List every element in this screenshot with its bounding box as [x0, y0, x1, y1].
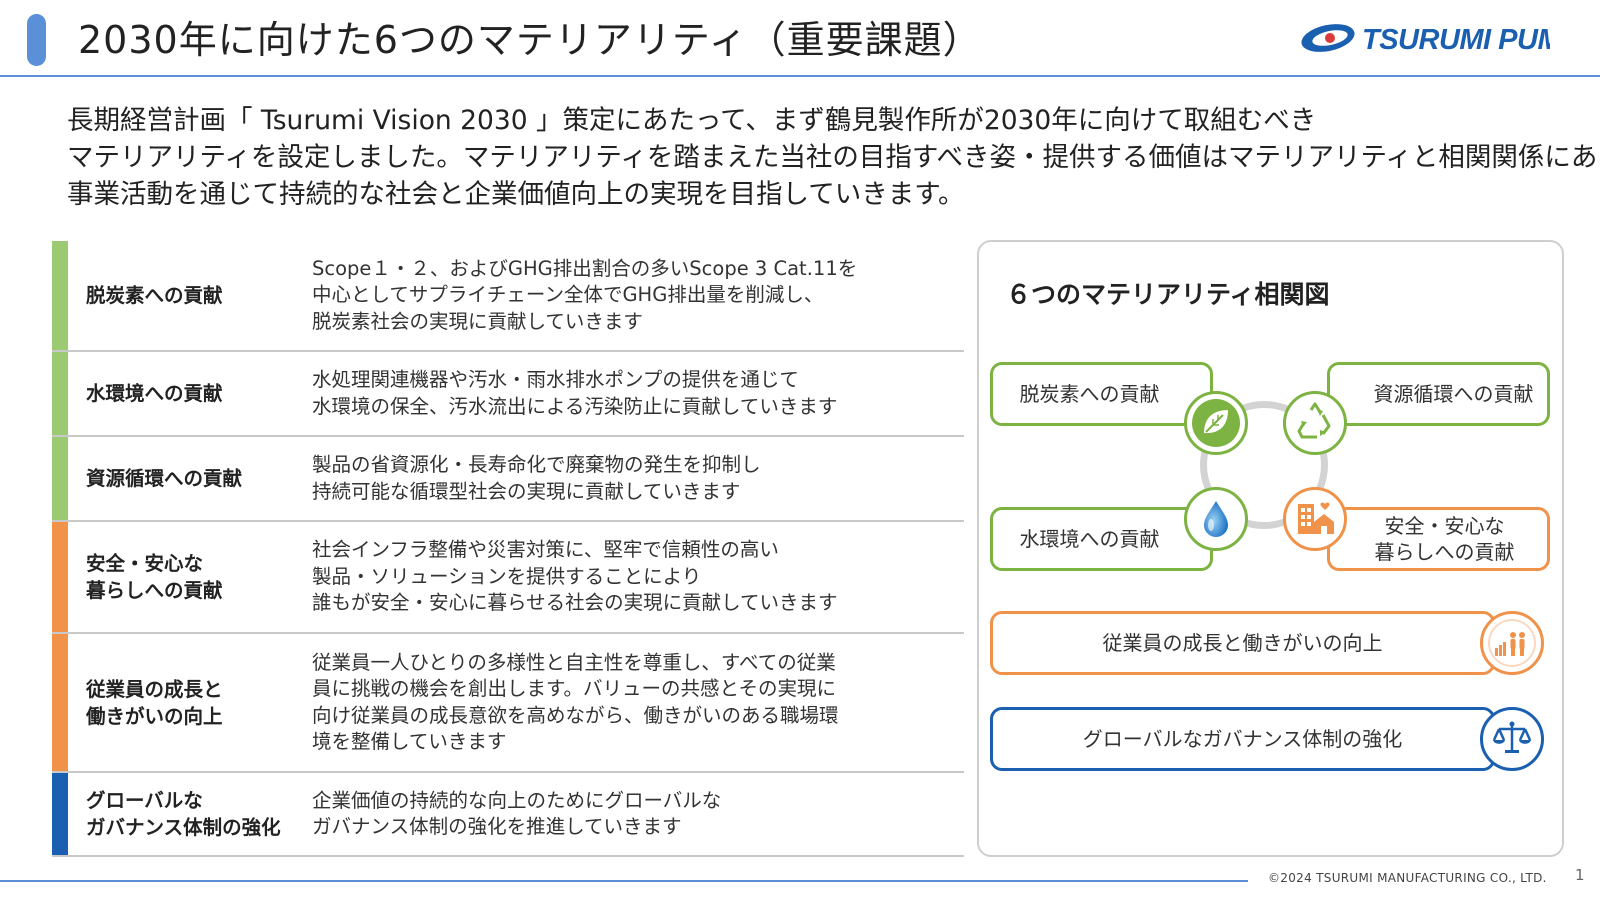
box-water-environment: 水環境への貢献 — [990, 507, 1213, 571]
table-row: 安全・安心な 暮らしへの貢献 社会インフラ整備や災害対策に、堅牢で信頼性の高い … — [52, 522, 964, 634]
footer-copyright: ©2024 TSURUMI MANUFACTURING CO., LTD. — [1268, 871, 1547, 885]
intro-line-2: マテリアリティを設定しました。マテリアリティを踏まえた当社の目指すべき姿・提供す… — [67, 142, 1600, 173]
footer-divider — [0, 880, 1248, 882]
recycle-icon — [1297, 402, 1331, 439]
row-label: 従業員の成長と 働きがいの向上 — [86, 677, 223, 728]
scales-icon — [1490, 717, 1534, 761]
table-row: グローバルな ガバナンス体制の強化 企業価値の持続的な向上のためにグローバルな … — [52, 773, 964, 857]
table-row: 資源循環への貢献 製品の省資源化・長寿命化で廃棄物の発生を抑制し 持続可能な循環… — [52, 437, 964, 522]
logo-text: TSURUMI PUMP — [1362, 24, 1550, 56]
city-icon — [1298, 502, 1334, 534]
row-description: 従業員一人ひとりの多様性と自主性を尊重し、すべての従業 員に挑戦の機会を創出しま… — [312, 650, 839, 754]
leaf-icon-badge — [1184, 391, 1248, 455]
water-drop-icon-badge — [1184, 487, 1248, 551]
title-accent-bar — [27, 14, 46, 66]
row-description: 企業価値の持続的な向上のためにグローバルな ガバナンス体制の強化を推進していきま… — [312, 788, 722, 839]
page-title: 2030年に向けた6つのマテリアリティ（重要課題） — [78, 18, 982, 62]
intro-line-3: 事業活動を通じて持続的な社会と企業価値向上の実現を目指していきます。 — [67, 179, 965, 210]
header-divider — [0, 75, 1600, 77]
row-label: 資源循環への貢献 — [86, 467, 243, 490]
row-label: 水環境への貢献 — [86, 382, 223, 405]
row-description: 社会インフラ整備や災害対策に、堅牢で信頼性の高い 製品・ソリューションを提供する… — [312, 538, 838, 615]
recycle-icon-badge — [1283, 391, 1347, 455]
intro-text: 長期経営計画「 Tsurumi Vision 2030 」策定にあたって、まず鶴… — [67, 102, 1600, 213]
people-growth-icon-badge — [1480, 611, 1544, 675]
box-resource-circulation: 資源循環への貢献 — [1327, 362, 1550, 426]
page-number: 1 — [1575, 866, 1585, 884]
water-drop-icon — [1204, 501, 1228, 537]
row-label: 脱炭素への貢献 — [86, 284, 223, 307]
box-employee-growth: 従業員の成長と働きがいの向上 — [990, 611, 1495, 675]
table-row: 従業員の成長と 働きがいの向上 従業員一人ひとりの多様性と自主性を尊重し、すべて… — [52, 634, 964, 773]
row-label: 安全・安心な 暮らしへの貢献 — [86, 552, 223, 602]
diagram-title: ６つのマテリアリティ相関図 — [1006, 280, 1330, 309]
box-decarbonization: 脱炭素への貢献 — [990, 362, 1213, 426]
table-row: 水環境への貢献 水処理関連機器や汚水・雨水排水ポンプの提供を通じて 水環境の保全… — [52, 352, 964, 437]
box-global-governance: グローバルなガバナンス体制の強化 — [990, 707, 1495, 771]
logo-mark-icon — [1301, 24, 1355, 52]
row-color-bar — [52, 241, 68, 350]
correlation-ring — [1200, 401, 1328, 529]
row-label: グローバルな ガバナンス体制の強化 — [86, 789, 281, 839]
row-description: Scope１・２、およびGHG排出割合の多いScope 3 Cat.11を 中心… — [312, 256, 858, 333]
row-description: 水処理関連機器や汚水・雨水排水ポンプの提供を通じて 水環境の保全、汚水流出による… — [312, 368, 838, 418]
company-logo: TSURUMI PUMP — [1301, 24, 1550, 56]
row-color-bar — [52, 634, 68, 771]
row-description: 製品の省資源化・長寿命化で廃棄物の発生を抑制し 持続可能な循環型社会の実現に貢献… — [312, 453, 761, 503]
scales-icon-badge — [1480, 707, 1544, 771]
row-color-bar — [52, 437, 68, 520]
leaf-icon — [1192, 399, 1240, 447]
intro-line-1: 長期経営計画「 Tsurumi Vision 2030 」策定にあたって、まず鶴… — [67, 105, 1317, 136]
row-color-bar — [52, 352, 68, 435]
people-growth-icon — [1488, 619, 1536, 667]
row-color-bar — [52, 773, 68, 855]
materiality-table: 脱炭素への貢献 Scope１・２、およびGHG排出割合の多いScope 3 Ca… — [52, 241, 964, 857]
city-icon-badge — [1283, 487, 1347, 551]
table-row: 脱炭素への貢献 Scope１・２、およびGHG排出割合の多いScope 3 Ca… — [52, 241, 964, 352]
box-safety-security: 安全・安心な 暮らしへの貢献 — [1327, 507, 1550, 571]
row-color-bar — [52, 522, 68, 632]
